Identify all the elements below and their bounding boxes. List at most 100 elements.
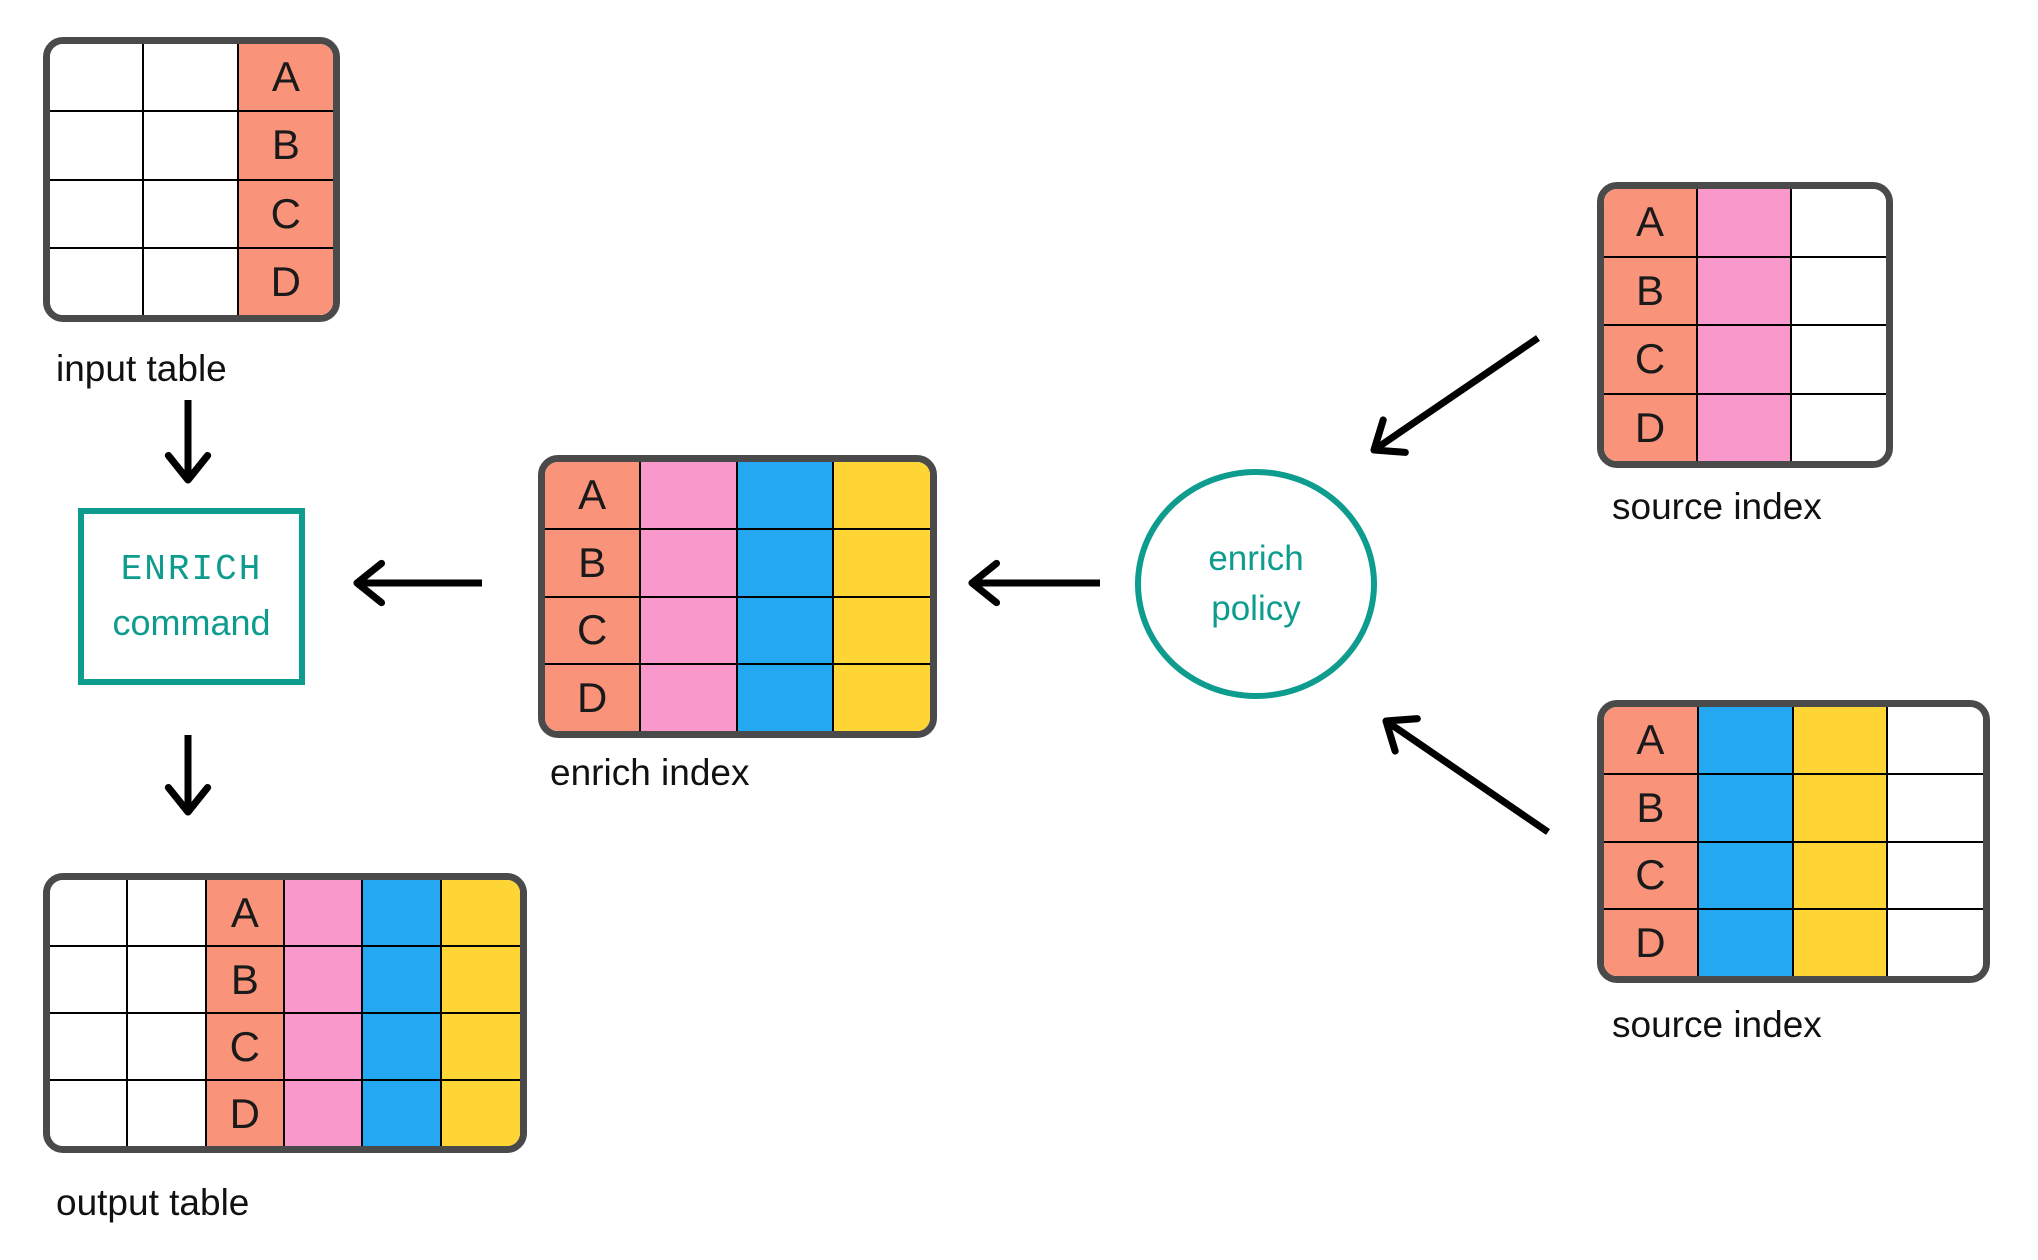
- output-table-label: output table: [56, 1182, 250, 1223]
- table-cell-letter: A: [1604, 707, 1699, 775]
- table-cell: [737, 529, 834, 598]
- table-cell: [641, 462, 738, 530]
- table-cell: [833, 665, 930, 731]
- table-cell: [1792, 257, 1886, 326]
- table-cell: [285, 880, 364, 947]
- table-cell: [1698, 707, 1794, 775]
- table-cell: [50, 947, 129, 1014]
- table-cell-letter: D: [206, 1081, 285, 1146]
- table-cell: [1792, 394, 1886, 461]
- table-cell-letter: A: [206, 880, 285, 947]
- table-cell: [50, 1014, 129, 1081]
- table-cell: [1698, 774, 1794, 843]
- table-cell: [1888, 707, 1983, 775]
- table-cell: [1793, 707, 1889, 775]
- table-cell: [363, 1081, 442, 1146]
- arrow-source-top-to-policy: [1370, 335, 1540, 456]
- table-cell: [833, 597, 930, 666]
- enrich-policy-line2: policy: [1211, 589, 1301, 628]
- table-cell-letter: C: [238, 180, 333, 249]
- table-cell: [1698, 842, 1794, 911]
- table-cell-letter: A: [1604, 189, 1698, 258]
- table-cell: [441, 947, 520, 1014]
- table-cell: [1698, 394, 1792, 461]
- table-cell-letter: B: [206, 947, 285, 1014]
- input-table-label: input table: [56, 348, 227, 389]
- table-cell: [285, 947, 364, 1014]
- table-cell-letter: D: [545, 665, 642, 731]
- table-cell-letter: D: [1604, 394, 1698, 461]
- table-cell: [833, 462, 930, 530]
- table-cell-letter: B: [1604, 257, 1698, 326]
- table-cell: [441, 880, 520, 947]
- table-cell: [128, 1014, 207, 1081]
- table-cell: [285, 1014, 364, 1081]
- table-cell: [128, 947, 207, 1014]
- table-cell: [1698, 189, 1792, 258]
- table-cell: [144, 180, 239, 249]
- table-cell-letter: A: [545, 462, 642, 530]
- table-cell-letter: D: [1604, 910, 1699, 976]
- enrich-index-label: enrich index: [550, 752, 750, 793]
- source-index-top-label: source index: [1612, 486, 1822, 527]
- enrich-policy-line1: enrich: [1208, 539, 1304, 578]
- table-cell: [1793, 910, 1889, 976]
- table-cell: [285, 1081, 364, 1146]
- table-cell-letter: D: [238, 248, 333, 315]
- table-cell: [1698, 910, 1794, 976]
- table-cell: [50, 44, 145, 113]
- table-cell: [1792, 189, 1886, 258]
- table-cell-letter: C: [545, 597, 642, 666]
- table-cell: [50, 112, 145, 181]
- table-cell: [1888, 910, 1983, 976]
- enrich-command-line1: ENRICH: [120, 549, 263, 590]
- table-cell: [363, 947, 442, 1014]
- table-cell: [50, 180, 145, 249]
- table-cell: [641, 529, 738, 598]
- table-cell-letter: A: [238, 44, 333, 113]
- table-cell: [50, 880, 129, 947]
- table-cell: [737, 665, 834, 731]
- table-cell: [737, 597, 834, 666]
- table-cell: [50, 1081, 129, 1146]
- arrow-source-bottom-to-policy: [1382, 715, 1550, 835]
- table-cell-letter: B: [238, 112, 333, 181]
- table-cell-letter: B: [1604, 774, 1699, 843]
- table-cell: [144, 112, 239, 181]
- table-cell: [1793, 842, 1889, 911]
- table-cell: [144, 248, 239, 315]
- table-cell: [128, 1081, 207, 1146]
- enrich-command-box: ENRICH command: [78, 508, 305, 685]
- enrich-command-line2: command: [112, 602, 271, 643]
- table-cell: [1698, 257, 1792, 326]
- table-cell: [144, 44, 239, 113]
- table-cell-letter: B: [545, 529, 642, 598]
- table-cell: [641, 597, 738, 666]
- table-cell: [441, 1081, 520, 1146]
- table-cell: [1888, 842, 1983, 911]
- table-cell: [1698, 326, 1792, 395]
- table-cell-letter: C: [206, 1014, 285, 1081]
- table-cell: [363, 880, 442, 947]
- enrich-policy-circle: enrich policy: [1135, 469, 1377, 699]
- table-cell: [641, 665, 738, 731]
- table-cell: [441, 1014, 520, 1081]
- table-cell: [1888, 774, 1983, 843]
- table-cell: [1793, 774, 1889, 843]
- table-cell-letter: C: [1604, 842, 1699, 911]
- table-cell-letter: C: [1604, 326, 1698, 395]
- table-cell: [737, 462, 834, 530]
- table-cell: [50, 248, 145, 315]
- source-index-bottom-label: source index: [1612, 1004, 1822, 1045]
